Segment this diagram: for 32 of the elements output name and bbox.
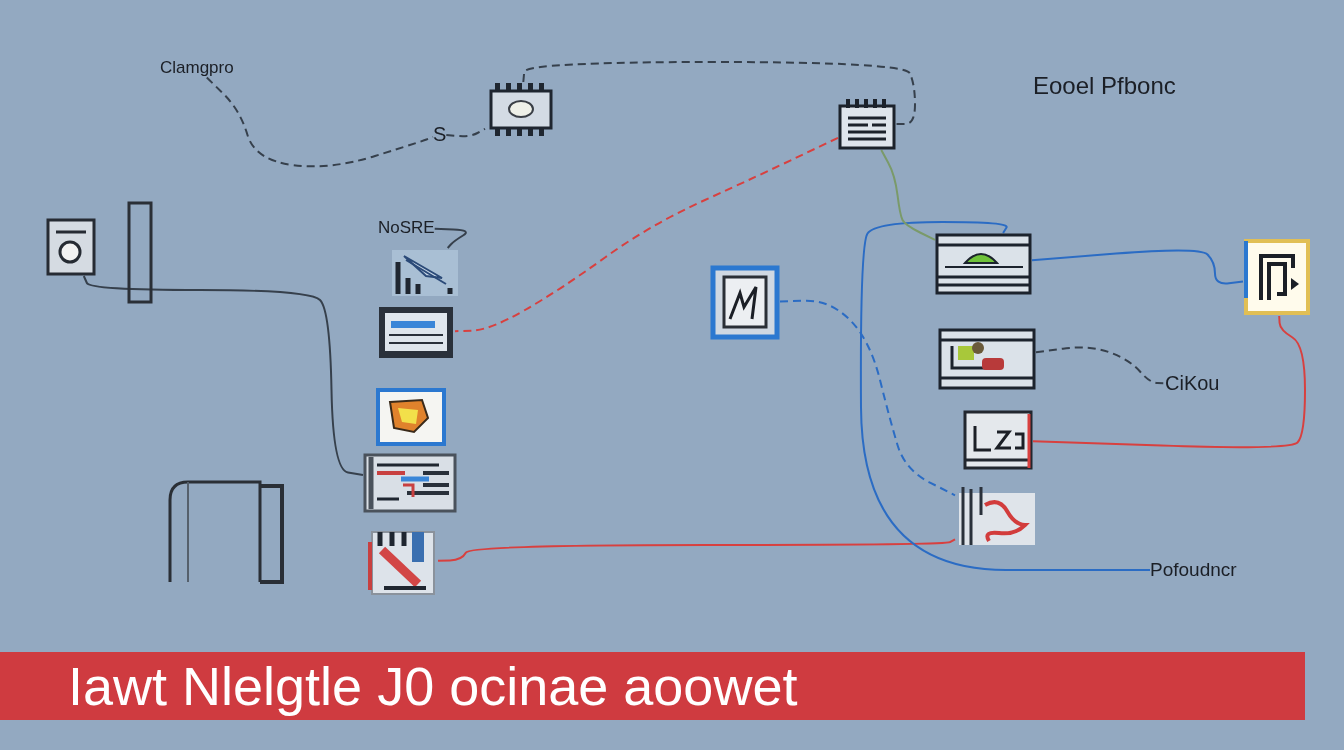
connector-line: [1031, 249, 1244, 285]
chart-icon: [390, 248, 460, 298]
dial-icon: [46, 218, 96, 276]
node-label: NoSRE: [378, 218, 435, 238]
node-label: S: [433, 123, 447, 146]
connector-line: [437, 538, 956, 562]
landscape-window-icon: [935, 233, 1032, 295]
window-icon: [963, 410, 1033, 470]
monitor-icon: [377, 305, 455, 360]
gantt-chart-icon: [363, 453, 457, 513]
connector-line: [880, 149, 936, 241]
dashed-connector: [205, 76, 434, 168]
dashed-connector: [454, 136, 839, 333]
node-label: Clamgpro: [160, 58, 234, 78]
striped-card-icon: [366, 528, 438, 596]
bracket-frame-icon: [1243, 238, 1311, 316]
connector-line: [1032, 315, 1306, 449]
node-label: Pofoudncr: [1150, 559, 1237, 581]
dashed-connector: [445, 127, 486, 138]
connector-line: [82, 275, 364, 477]
zigzag-icon: [710, 265, 780, 340]
photo-icon: [376, 388, 446, 446]
document-icon: [838, 98, 896, 150]
dashed-connector: [522, 61, 916, 125]
dashed-connector: [1035, 346, 1166, 385]
connector-line: [859, 221, 1151, 571]
annotation-text: Eooel Pfbonc: [1033, 72, 1176, 100]
title-text: Iawt Nlelgtle J0 ocinae aoowet: [68, 656, 798, 716]
connector-line: [433, 227, 467, 249]
dashed-connector: [779, 299, 956, 497]
image-window-icon: [938, 328, 1036, 390]
node-label: CiKou: [1165, 372, 1220, 395]
